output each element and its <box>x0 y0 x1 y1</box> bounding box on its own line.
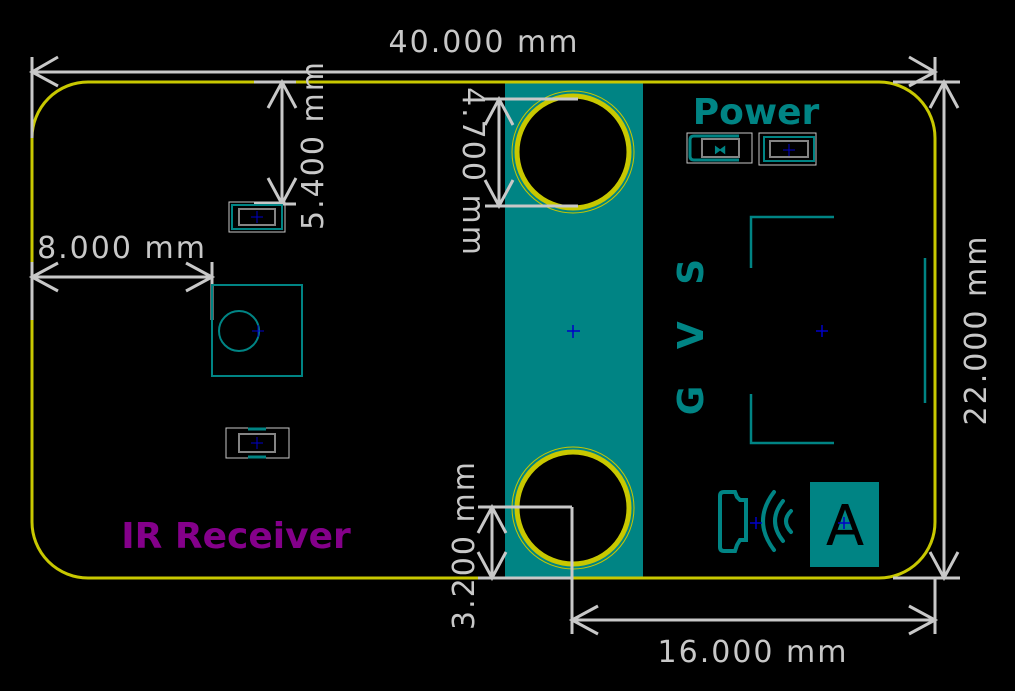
letter-a-logo-icon: A <box>810 482 879 567</box>
dimension-hole-edge-offset[interactable] <box>476 503 572 582</box>
dimension-sensor-offset-x-label: 8.000 mm <box>37 231 207 266</box>
dimension-hole-diameter[interactable] <box>483 95 578 210</box>
dimension-board-height[interactable] <box>893 78 960 582</box>
power-led[interactable]: ⧓ <box>686 132 753 164</box>
dimension-hole-to-edge-x-label: 16.000 mm <box>658 635 849 670</box>
dimension-sensor-offset-y-label: 5.400 mm <box>296 60 331 230</box>
connector-pin-label: G V S <box>671 247 712 415</box>
led-polarity-icon: ⧓ <box>714 143 727 158</box>
smd-component-c1[interactable] <box>225 427 290 459</box>
dimension-sensor-offset-x[interactable] <box>28 261 216 320</box>
power-label: Power <box>693 92 820 133</box>
smd-component-r1[interactable] <box>228 201 286 233</box>
connector-anchor-icon <box>816 325 828 337</box>
dimension-hole-edge-offset-label: 3.200 mm <box>447 460 482 630</box>
dimension-board-width[interactable] <box>28 55 939 138</box>
dimension-sensor-offset-y[interactable] <box>254 78 298 208</box>
power-resistor[interactable] <box>758 132 817 166</box>
ir-sensor-footprint[interactable] <box>211 284 303 377</box>
connector-footprint[interactable] <box>749 215 927 445</box>
logo-letter: A <box>826 494 864 559</box>
mounting-hole-top[interactable] <box>511 90 635 214</box>
dimension-board-height-label: 22.000 mm <box>959 235 994 426</box>
ir-wave-icon <box>718 490 793 553</box>
dimension-hole-to-edge-x[interactable] <box>568 507 939 636</box>
dimension-board-width-label: 40.000 mm <box>389 25 580 60</box>
dimension-hole-diameter-label: 4.700 mm <box>455 87 490 257</box>
ir-icon-anchor <box>750 517 762 529</box>
board-title: IR Receiver <box>121 516 351 557</box>
strip-anchor-icon <box>567 325 580 338</box>
